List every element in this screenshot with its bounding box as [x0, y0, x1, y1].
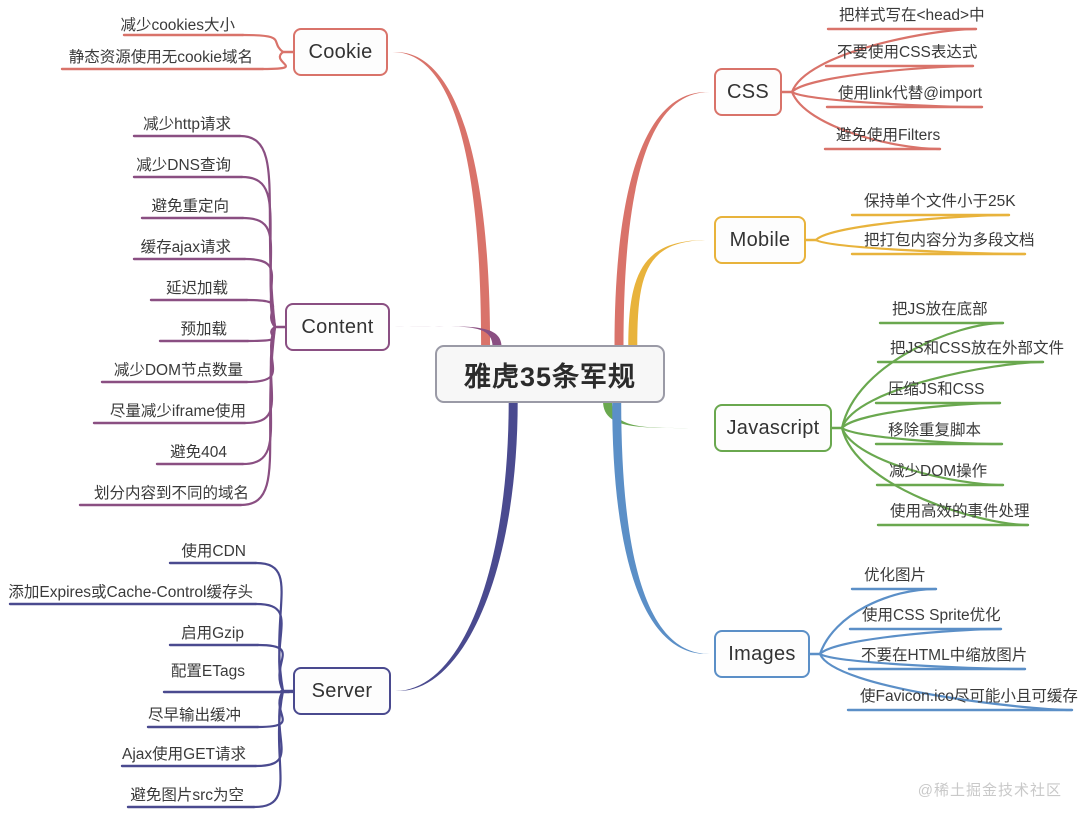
- leaf-label-server-6[interactable]: 避免图片src为空: [130, 787, 244, 804]
- leaf-connector-server-6: [252, 689, 285, 809]
- leaf-label-server-4[interactable]: 尽早输出缓冲: [147, 707, 241, 724]
- branch-node-label-content: Content: [301, 315, 374, 338]
- leaf-label-content-5[interactable]: 预加载: [180, 321, 227, 338]
- leaf-label-javascript-4[interactable]: 减少DOM操作: [889, 463, 988, 480]
- leaf-connector-content-1: [240, 175, 277, 329]
- leaf-connector-content-7: [243, 325, 277, 425]
- branch-node-label-cookie: Cookie: [308, 40, 373, 63]
- leaf-label-content-6[interactable]: 减少DOM节点数量: [113, 362, 243, 379]
- leaf-label-server-0[interactable]: 使用CDN: [181, 543, 246, 560]
- leaf-label-javascript-2[interactable]: 压缩JS和CSS: [888, 381, 985, 398]
- leaf-connector-content-8: [241, 325, 277, 466]
- leaf-label-server-3[interactable]: 配置ETags: [170, 663, 245, 680]
- branch-node-label-mobile: Mobile: [729, 228, 791, 251]
- branch-node-server[interactable]: Server: [293, 667, 391, 715]
- leaf-connector-content-9: [239, 325, 277, 507]
- trunk-mobile: [628, 240, 710, 347]
- leaf-label-css-1[interactable]: 不要使用CSS表达式: [837, 44, 978, 61]
- leaf-connector-content-4: [245, 298, 277, 329]
- leaf-label-server-5[interactable]: Ajax使用GET请求: [121, 746, 246, 763]
- leaf-connector-content-0: [238, 134, 277, 329]
- leaf-connector-content-5: [246, 325, 277, 343]
- leaf-label-server-1[interactable]: 添加Expires或Cache-Control缓存头: [8, 584, 253, 601]
- branch-node-cookie[interactable]: Cookie: [293, 28, 388, 76]
- leaf-label-javascript-1[interactable]: 把JS和CSS放在外部文件: [890, 340, 1064, 357]
- central-node[interactable]: 雅虎35条军规: [435, 345, 665, 403]
- trunk-javascript: [603, 401, 710, 429]
- leaf-label-content-8[interactable]: 避免404: [170, 444, 227, 461]
- branch-node-mobile[interactable]: Mobile: [714, 216, 806, 264]
- trunk-content: [394, 326, 502, 347]
- branch-node-css[interactable]: CSS: [714, 68, 782, 116]
- leaf-label-mobile-0[interactable]: 保持单个文件小于25K: [864, 193, 1016, 210]
- watermark: @稀土掘金技术社区: [917, 782, 1062, 799]
- leaf-label-images-1[interactable]: 使用CSS Sprite优化: [862, 607, 1001, 624]
- leaf-label-content-4[interactable]: 延迟加载: [165, 280, 228, 297]
- trunk-server: [395, 401, 518, 691]
- leaf-label-css-2[interactable]: 使用link代替@import: [838, 85, 983, 102]
- leaf-connector-server-5: [254, 689, 285, 768]
- leaf-label-content-1[interactable]: 减少DNS查询: [136, 157, 231, 174]
- leaf-connector-content-2: [241, 216, 277, 329]
- branch-node-images[interactable]: Images: [714, 630, 810, 678]
- leaf-label-mobile-1[interactable]: 把打包内容分为多段文档: [864, 232, 1035, 249]
- trunk-cookie: [392, 52, 491, 347]
- leaf-connector-content-6: [245, 325, 277, 384]
- leaf-label-javascript-5[interactable]: 使用高效的事件处理: [890, 503, 1030, 520]
- branch-node-label-server: Server: [311, 679, 373, 702]
- leaf-label-images-0[interactable]: 优化图片: [864, 567, 927, 584]
- leaf-connector-server-4: [256, 689, 285, 729]
- leaf-label-server-2[interactable]: 启用Gzip: [181, 625, 244, 642]
- leaf-connector-content-3: [243, 257, 277, 329]
- branch-node-label-css: CSS: [726, 80, 770, 103]
- leaf-connector-cookie-1: [261, 50, 287, 71]
- leaf-label-cookie-0[interactable]: 减少cookies大小: [120, 17, 235, 34]
- leaf-label-cookie-1[interactable]: 静态资源使用无cookie域名: [68, 49, 253, 66]
- leaf-label-javascript-3[interactable]: 移除重复脚本: [888, 422, 982, 439]
- leaf-label-content-0[interactable]: 减少http请求: [143, 116, 231, 133]
- leaf-label-images-2[interactable]: 不要在HTML中缩放图片: [861, 647, 1028, 664]
- leaf-connector-server-2: [256, 643, 285, 693]
- leaf-label-javascript-0[interactable]: 把JS放在底部: [892, 301, 988, 318]
- trunk-css: [614, 92, 710, 347]
- leaf-label-content-2[interactable]: 避免重定向: [151, 198, 229, 215]
- central-node-label: 雅虎35条军规: [463, 361, 637, 392]
- branch-node-label-javascript: Javascript: [726, 416, 820, 439]
- leaf-label-content-9[interactable]: 划分内容到不同的域名: [93, 485, 249, 502]
- leaf-connector-server-0: [254, 561, 285, 693]
- leaf-label-css-3[interactable]: 避免使用Filters: [836, 127, 941, 144]
- branch-node-label-images: Images: [728, 642, 796, 665]
- leaf-connector-server-1: [254, 602, 285, 693]
- trunk-images: [612, 401, 710, 654]
- branch-node-javascript[interactable]: Javascript: [714, 404, 832, 452]
- leaf-label-content-3[interactable]: 缓存ajax请求: [140, 239, 231, 256]
- leaf-connector-javascript-0: [840, 321, 1005, 430]
- leaf-label-images-3[interactable]: 使Favicon.ico尽可能小且可缓存: [860, 688, 1078, 705]
- branch-node-content[interactable]: Content: [285, 303, 390, 351]
- leaf-label-css-0[interactable]: 把样式写在<head>中: [839, 7, 985, 24]
- leaf-label-content-7[interactable]: 尽量减少iframe使用: [109, 403, 246, 420]
